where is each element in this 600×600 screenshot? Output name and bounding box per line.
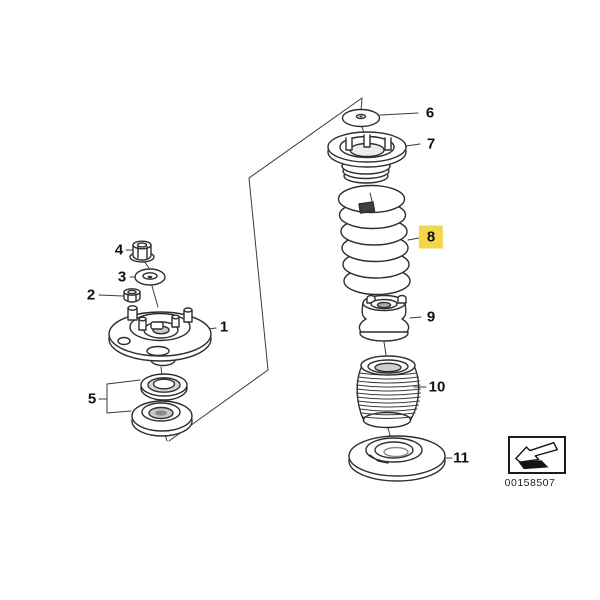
part-strut-mount-drawing (109, 306, 211, 366)
callout-9[interactable]: 9 (426, 308, 436, 326)
callout-4[interactable]: 4 (114, 241, 124, 259)
callout-2[interactable]: 2 (86, 286, 96, 304)
direction-stamp-box (508, 436, 566, 474)
callout-8-highlighted[interactable]: 8 (418, 225, 444, 249)
divider-line (169, 98, 362, 441)
callout-5[interactable]: 5 (87, 390, 97, 408)
callout-11[interactable]: 11 (453, 449, 469, 467)
part-nut-drawing (130, 241, 154, 262)
part-washer-drawing (135, 269, 165, 285)
callout-5-bracket (99, 380, 140, 413)
callout-6[interactable]: 6 (425, 104, 435, 122)
part-spring-pad-upper-drawing (132, 401, 192, 436)
callout-1[interactable]: 1 (219, 318, 229, 336)
doc-number: 00158507 (504, 477, 556, 489)
part-support-bearing-drawing (328, 132, 406, 183)
callout-7[interactable]: 7 (426, 135, 436, 153)
part-bearing-drawing (141, 374, 187, 400)
part-coil-spring-drawing (339, 186, 411, 295)
part-small-nut-drawing (124, 289, 140, 302)
callout-3[interactable]: 3 (117, 268, 127, 286)
part-spring-pad-lower-drawing (349, 436, 445, 481)
direction-arrow-icon (515, 441, 558, 470)
part-dust-boot-drawing (357, 356, 421, 428)
callout-10[interactable]: 10 (428, 378, 446, 396)
part-bump-stop-drawing (359, 296, 408, 342)
part-cap-drawing (343, 110, 380, 127)
